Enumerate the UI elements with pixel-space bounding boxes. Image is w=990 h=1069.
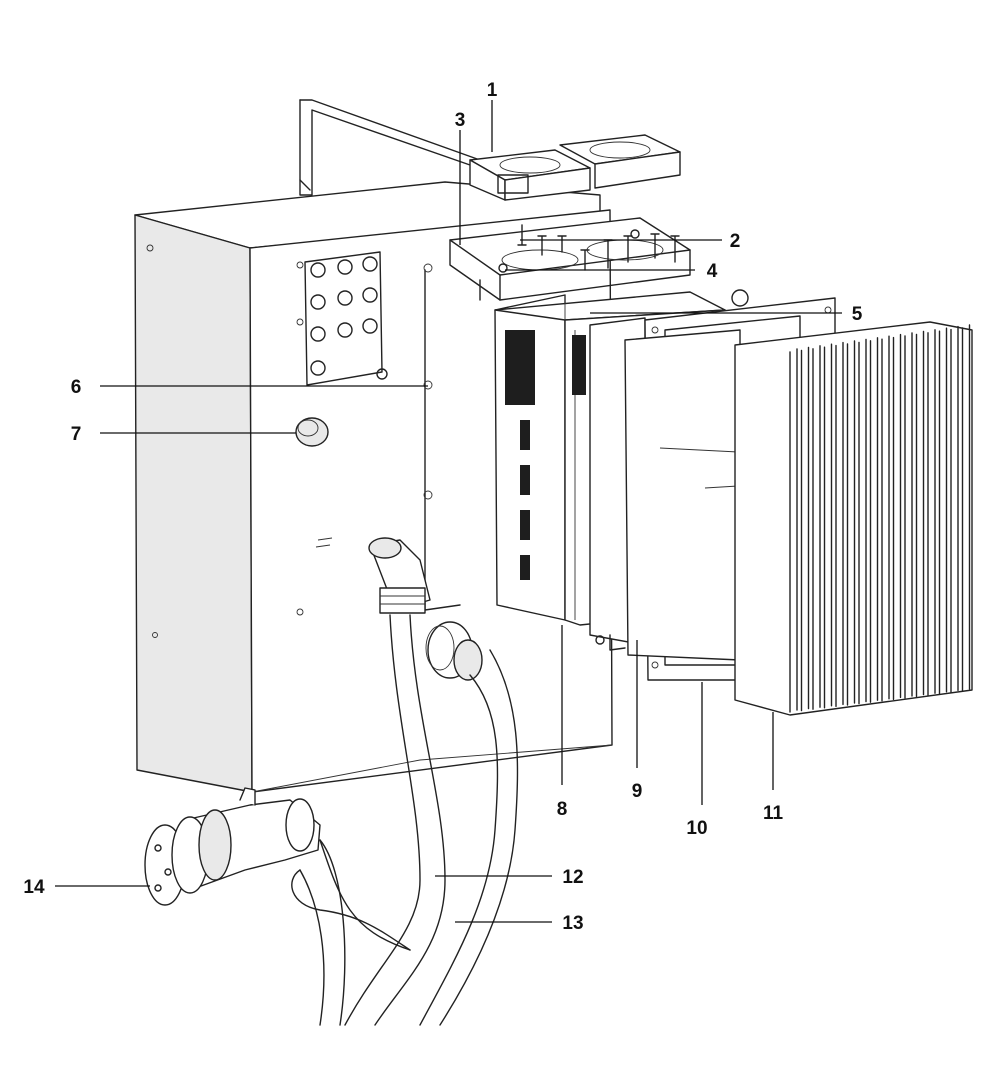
callout-5: 5 <box>852 304 863 325</box>
cee-power-plug <box>144 787 321 906</box>
heatsink-fin <box>950 325 959 694</box>
heatsink-fin <box>789 348 798 713</box>
fan-mounting-bracket <box>449 217 691 301</box>
callout-14: 14 <box>23 877 45 898</box>
heatsink-fin <box>835 341 844 708</box>
callout-2: 2 <box>730 231 741 252</box>
callout-11: 11 <box>763 803 784 824</box>
heatsink-fin <box>846 340 856 706</box>
leader-lines <box>55 100 842 923</box>
callout-1: 1 <box>487 80 498 101</box>
cables <box>291 614 519 1026</box>
heatsink-body <box>624 329 741 661</box>
cooling-fans <box>469 134 681 201</box>
heatsink-fin <box>961 324 971 692</box>
callout-6: 6 <box>71 377 82 398</box>
heatsink-fin <box>938 327 948 695</box>
heatsink-fin <box>823 343 833 709</box>
heatsink-fin <box>927 329 936 696</box>
cable-glands <box>296 256 388 380</box>
callout-7: 7 <box>71 424 82 445</box>
gland-plate <box>296 251 388 386</box>
rear-bracket-frame <box>299 99 481 196</box>
heatsink-fin <box>800 346 810 712</box>
callout-13: 13 <box>562 913 583 934</box>
elbow-cable-gland <box>368 537 431 614</box>
inverter-vent-slots <box>505 330 586 580</box>
callout-8: 8 <box>557 799 568 820</box>
straight-cable-gland <box>425 621 483 681</box>
callout-12: 12 <box>562 867 583 888</box>
heatsink-fin <box>858 338 867 705</box>
finned-heatsink <box>734 321 973 716</box>
callout-4: 4 <box>707 261 718 282</box>
heatsink-fin <box>892 333 902 701</box>
callout-10: 10 <box>686 818 707 839</box>
heatsink-fin <box>812 345 821 710</box>
heatsink-fin <box>881 335 890 702</box>
round-cover-plug <box>295 417 329 447</box>
heatsink-fin <box>915 330 925 698</box>
callout-3: 3 <box>455 110 466 131</box>
heatsink-fin <box>904 332 913 699</box>
callout-9: 9 <box>632 781 643 802</box>
callout-labels: 1 2 3 4 5 6 7 8 9 10 11 12 13 14 <box>23 80 862 934</box>
heatsink-fin <box>869 337 879 703</box>
